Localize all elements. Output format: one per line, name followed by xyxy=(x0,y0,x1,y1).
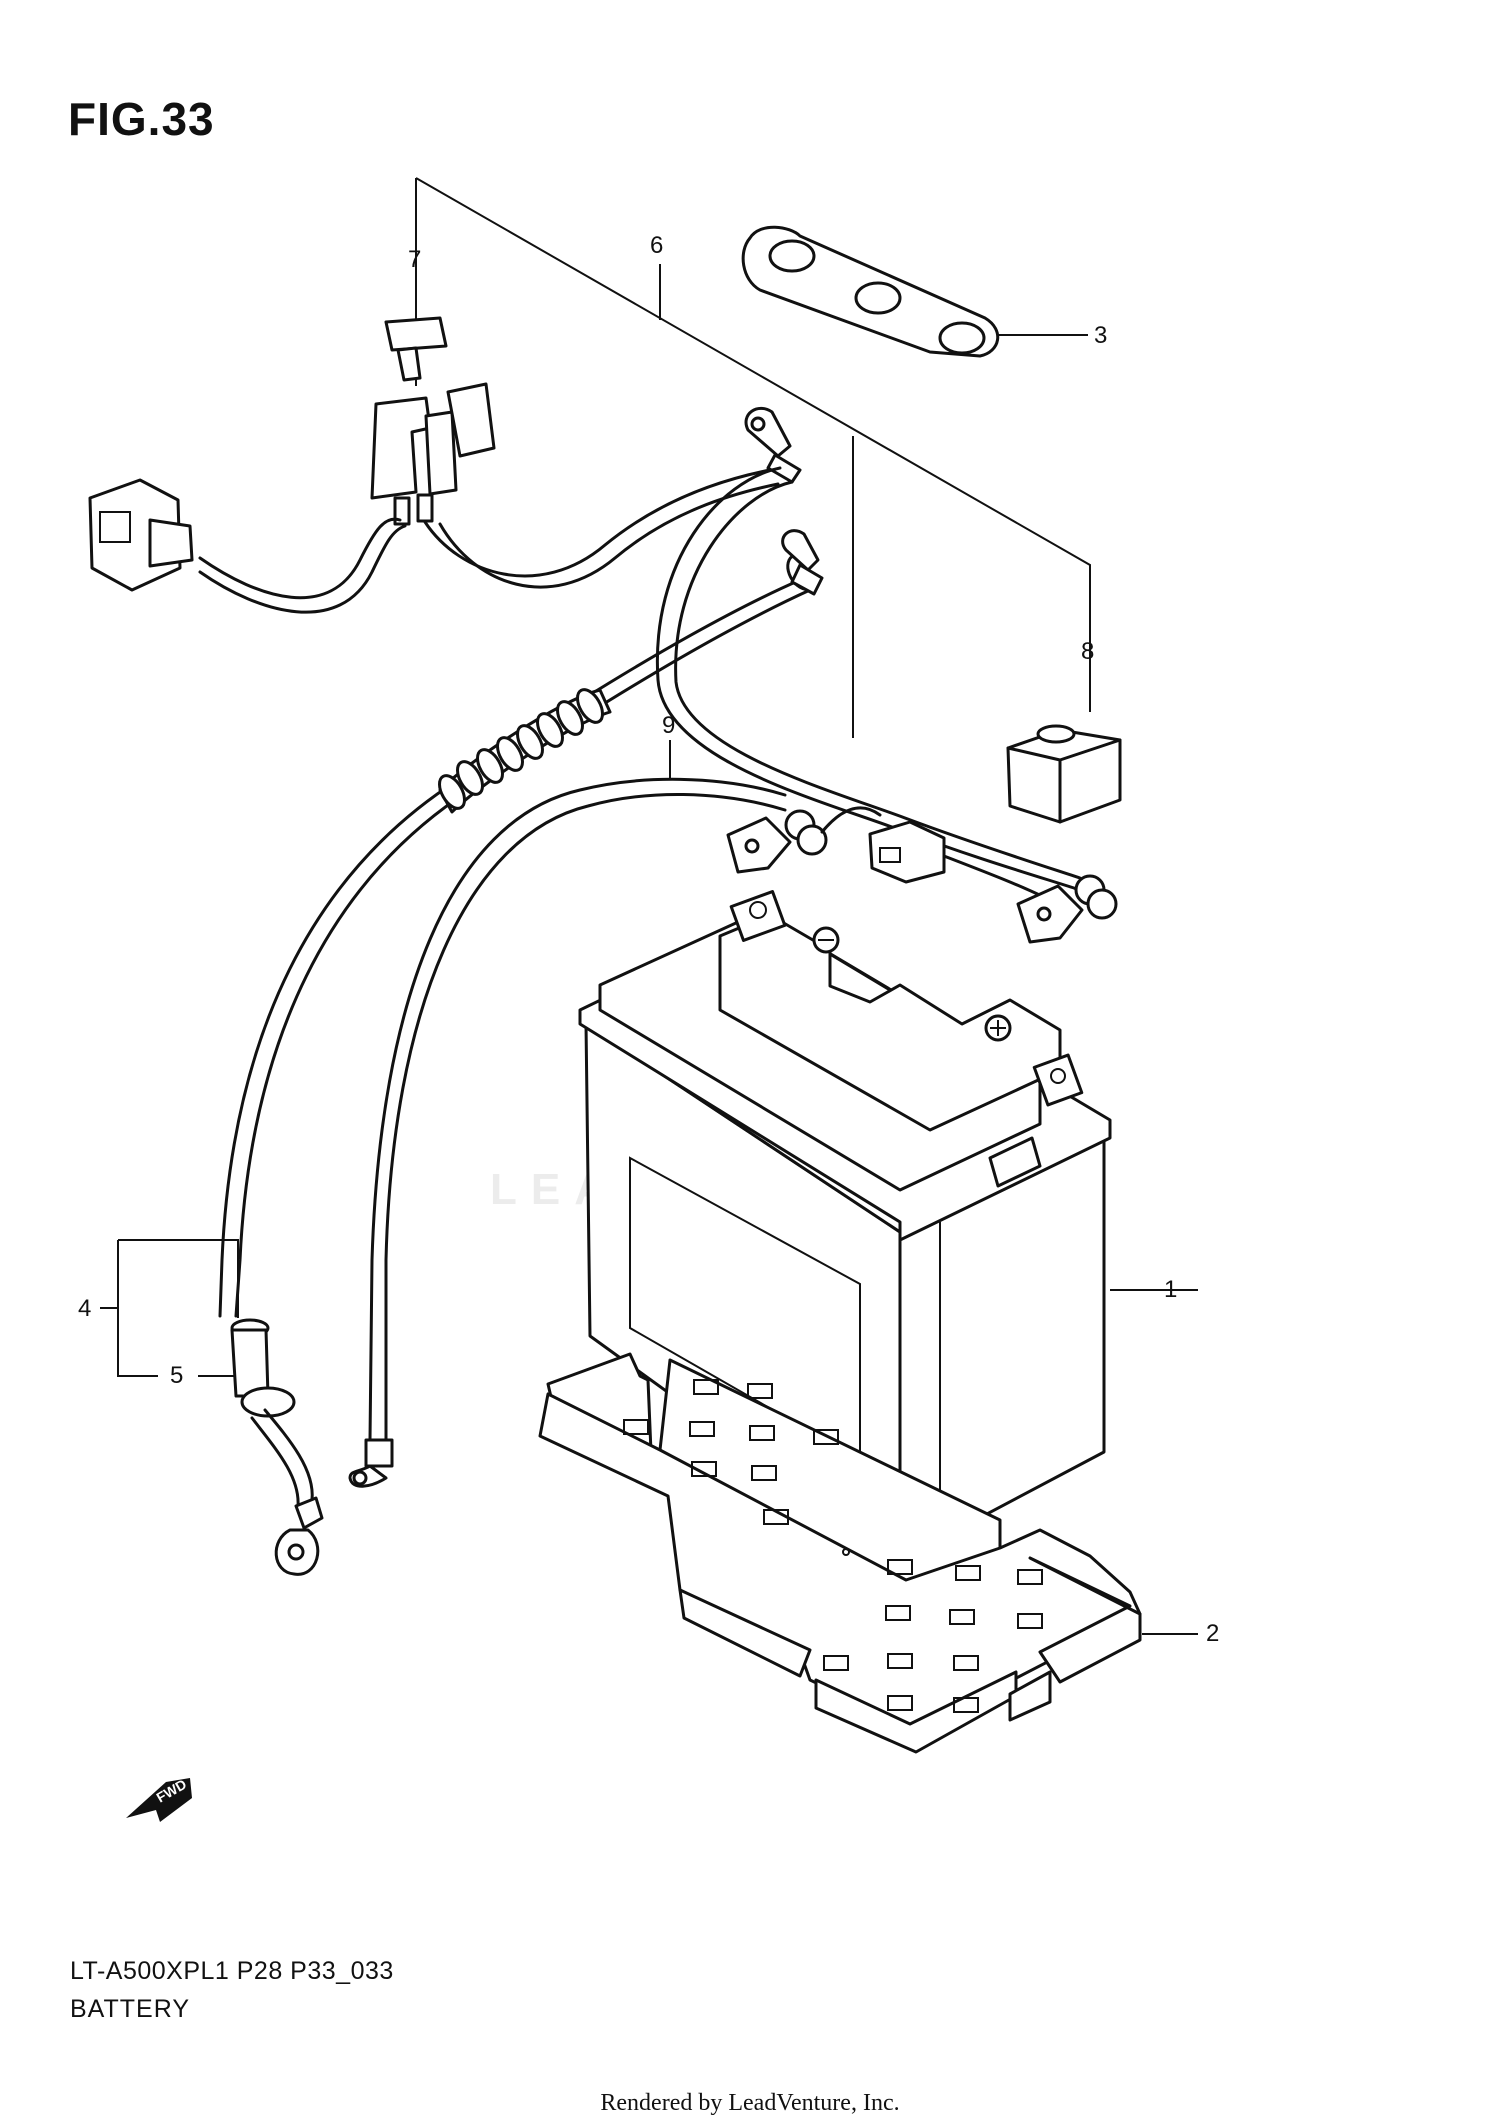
leader-lines xyxy=(100,177,1198,1635)
callout-9: 9 xyxy=(662,712,676,739)
battery-tray xyxy=(538,1352,1142,1754)
callout-3: 3 xyxy=(1094,322,1108,349)
cable-boot xyxy=(230,1318,314,1508)
lower-ring-terminal xyxy=(274,1496,324,1576)
terminal-cover-strip xyxy=(741,225,1000,358)
tray-slots xyxy=(623,1379,1043,1713)
callout-5: 5 xyxy=(170,1362,184,1389)
model-code: LT-A500XPL1 P28 P33_033 xyxy=(70,1957,394,1985)
cable-sleeve xyxy=(438,688,612,814)
battery-cable-9 xyxy=(348,777,787,1488)
cable-9-connector xyxy=(820,806,1052,902)
forward-arrow-icon: FWD xyxy=(126,1776,192,1822)
fuse-holder xyxy=(370,382,496,526)
negative-terminal-lead xyxy=(1016,874,1118,944)
terminal-cover xyxy=(1006,724,1122,824)
callout-2: 2 xyxy=(1206,1620,1220,1647)
harness-wires xyxy=(198,463,782,614)
callout-4: 4 xyxy=(78,1295,92,1322)
callout-8: 8 xyxy=(1081,638,1095,665)
cable-9-terminal xyxy=(726,809,828,874)
footer-credit: Rendered by LeadVenture, Inc. xyxy=(600,2090,900,2116)
harness-ring-terminal xyxy=(744,406,802,484)
section-name: BATTERY xyxy=(70,1995,190,2023)
callout-7: 7 xyxy=(408,246,422,273)
fuse xyxy=(384,316,448,382)
negative-cable xyxy=(655,466,1082,892)
harness-connector xyxy=(88,478,194,592)
cable-terminal-upper xyxy=(781,529,824,596)
callout-6: 6 xyxy=(650,232,664,259)
battery xyxy=(578,890,1112,1562)
callout-1: 1 xyxy=(1164,1276,1178,1303)
figure-title: FIG.33 xyxy=(68,93,215,145)
